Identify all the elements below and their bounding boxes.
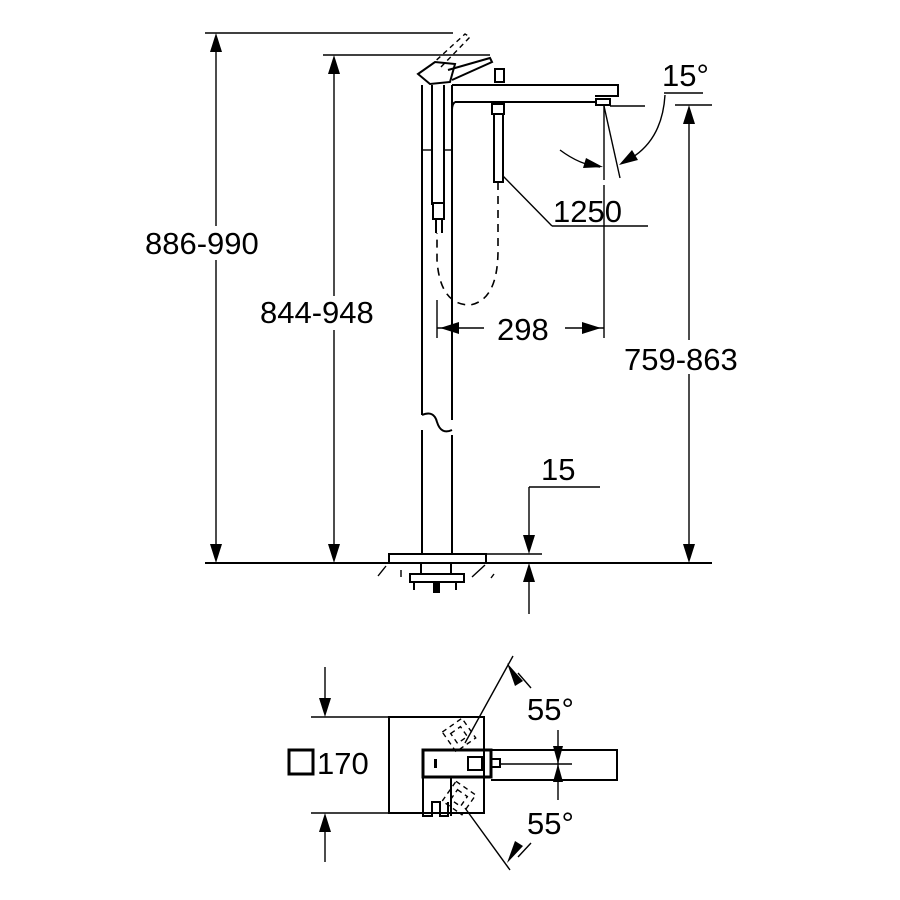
label-rotation-upper: 55° xyxy=(527,692,574,727)
label-spout-angle: 15° xyxy=(662,58,709,93)
top-view: 170 55° 55° xyxy=(287,655,618,871)
label-lever-height: 844-948 xyxy=(260,295,374,330)
label-base-size: 170 xyxy=(317,746,369,781)
side-view: 886-990 844-948 xyxy=(145,32,758,614)
label-total-height: 886-990 xyxy=(145,226,259,261)
dim-spout-angle: 15° xyxy=(559,58,709,180)
dim-base-size: 170 xyxy=(287,667,389,862)
floor-plate xyxy=(388,553,487,564)
dim-floor-plate: 15 xyxy=(486,452,600,614)
mixer-body xyxy=(377,33,619,593)
label-rotation-lower: 55° xyxy=(527,806,574,841)
base-plate-top xyxy=(388,716,485,814)
label-floor-plate: 15 xyxy=(541,452,575,487)
label-spout-height: 759-863 xyxy=(624,342,738,377)
label-spout-reach: 298 xyxy=(497,312,549,347)
square-symbol-icon xyxy=(287,748,315,776)
dim-spout-reach: 298 xyxy=(436,185,605,347)
dim-hose-length: 1250 xyxy=(502,175,648,229)
dim-total-height: 886-990 xyxy=(145,32,453,563)
label-hose-length: 1250 xyxy=(553,194,622,229)
dim-lever-height: 844-948 xyxy=(260,54,490,563)
dim-spout-height: 759-863 xyxy=(624,104,758,563)
